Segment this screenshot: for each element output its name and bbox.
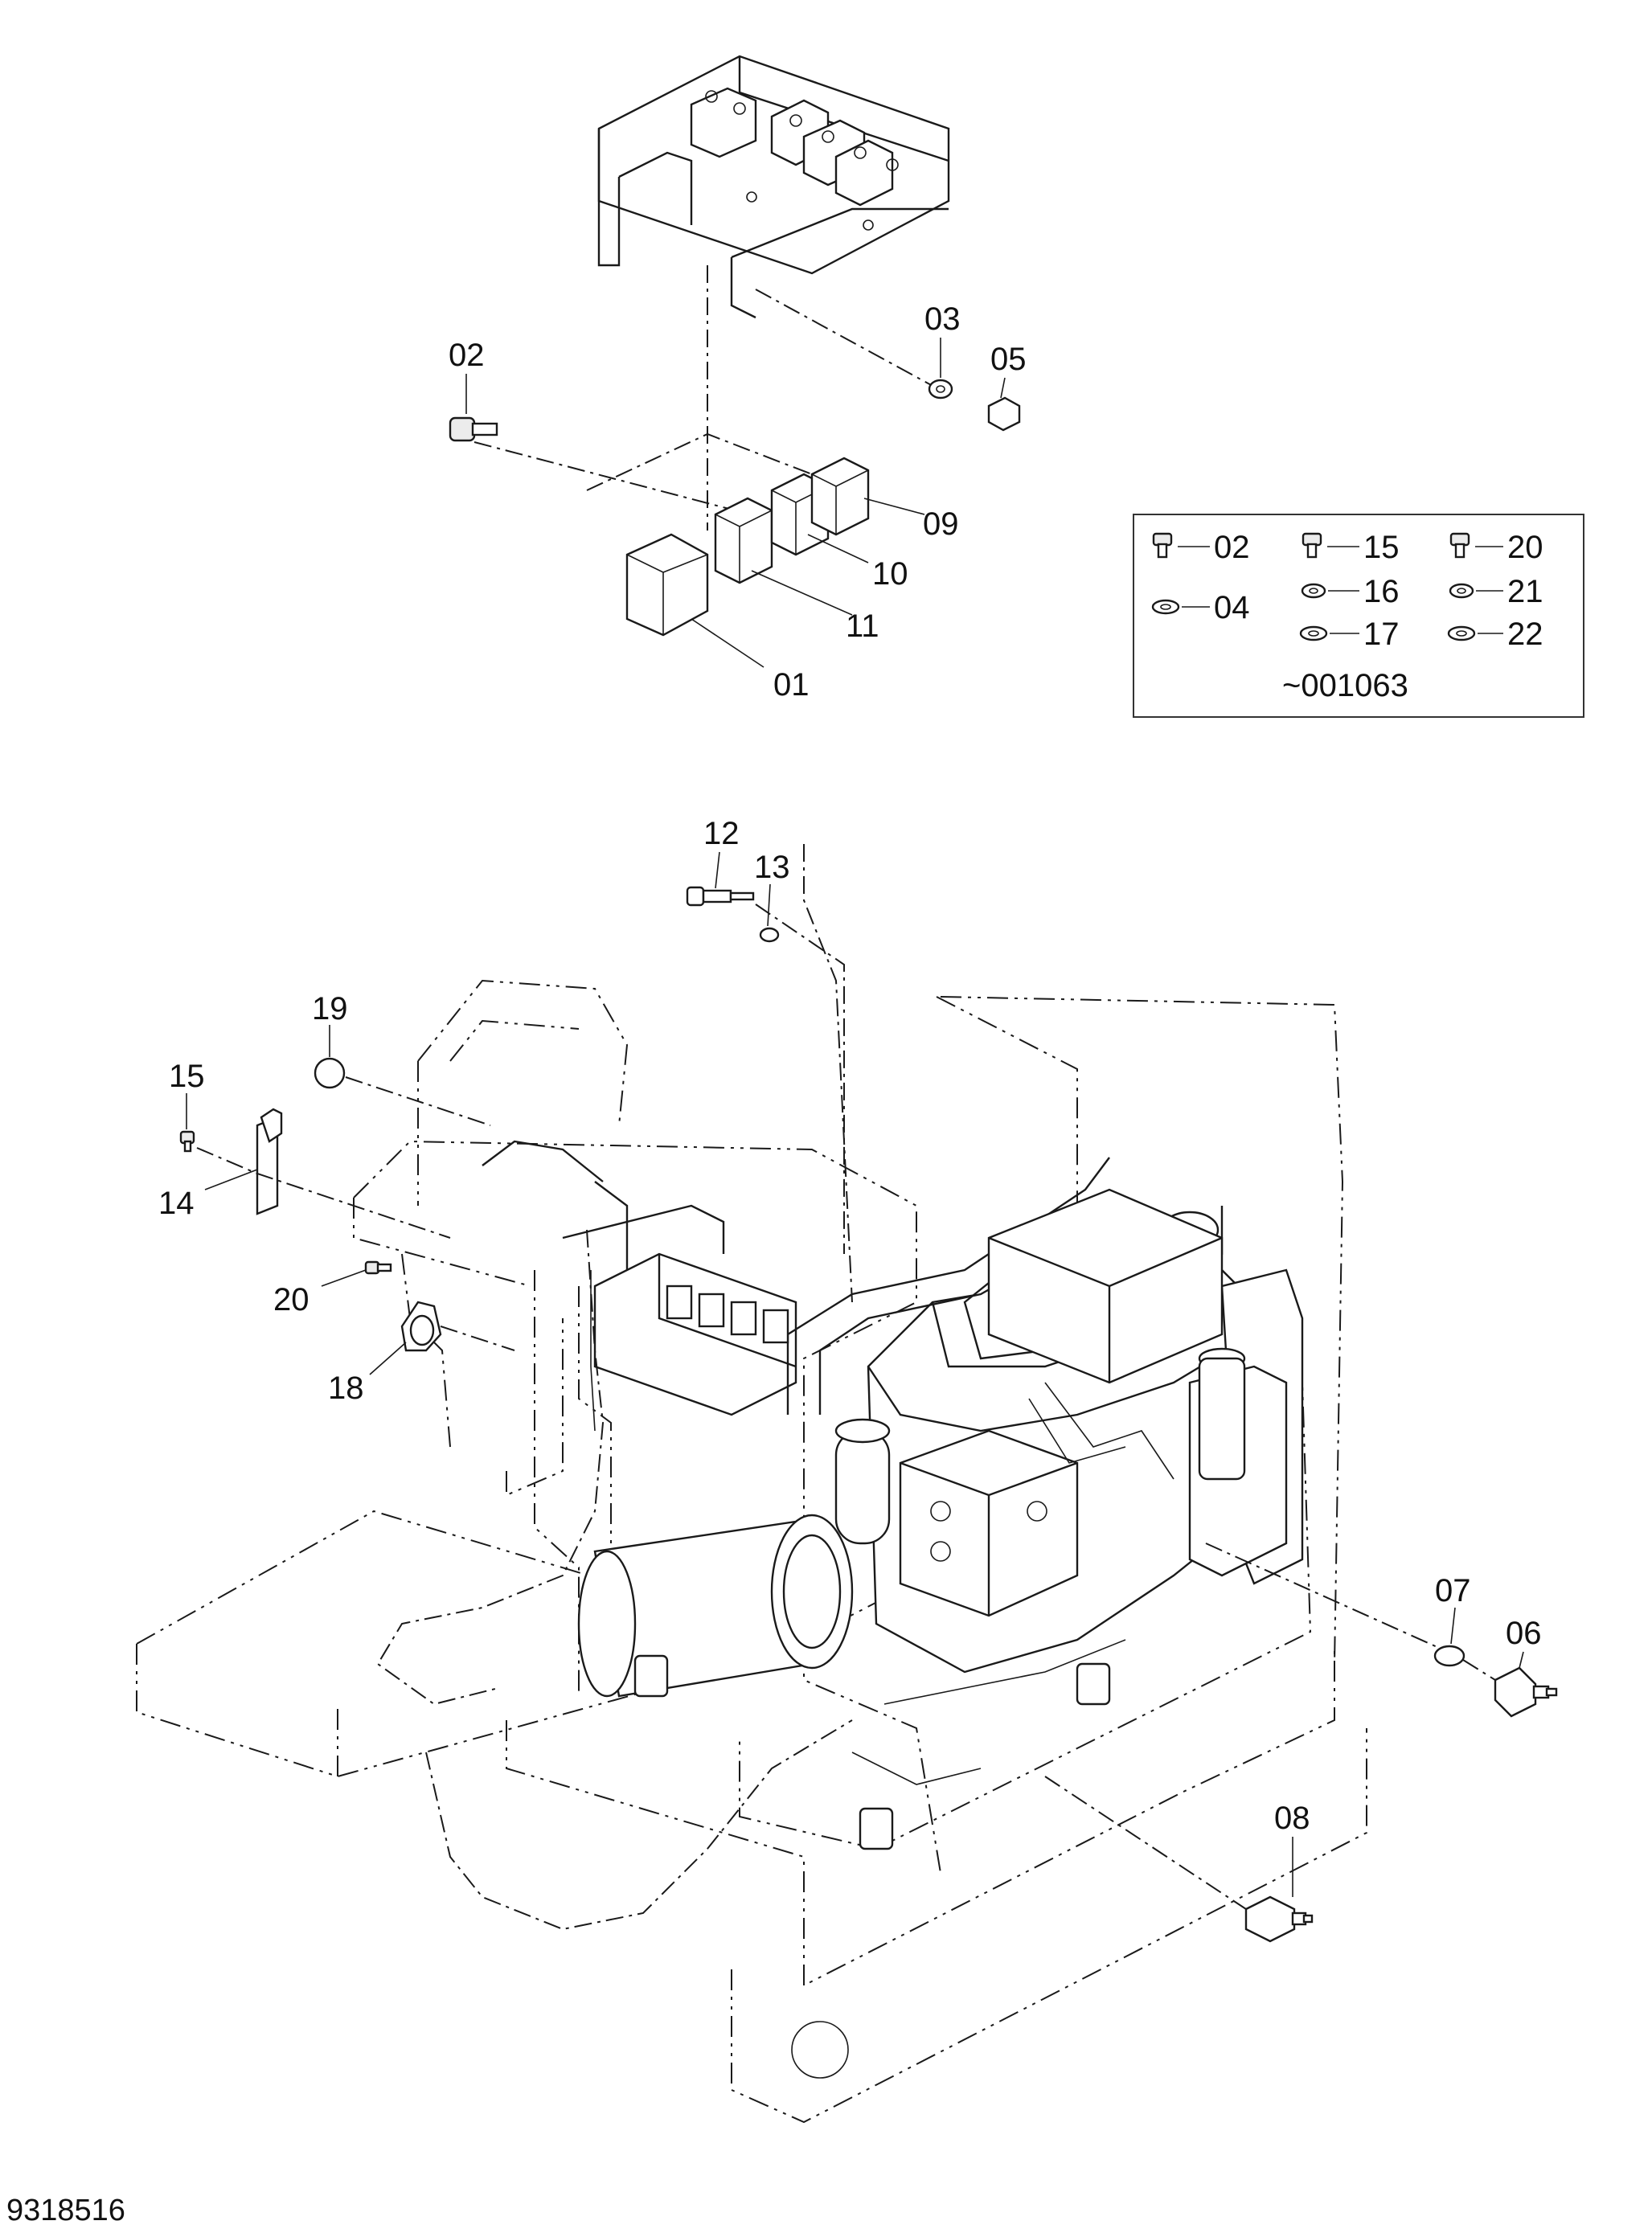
sensor-part [1494,1666,1558,1718]
assembly-line [586,432,813,491]
guard-rail [417,979,629,1206]
callout-label: 11 [846,608,879,644]
legend-label: 21 [1507,574,1543,609]
callout-label: 10 [872,556,908,592]
callout-label: 12 [703,816,740,851]
leader-line [369,1342,407,1375]
base-frame [136,996,1367,2124]
callout-label: 06 [1506,1616,1542,1651]
legend-box: 02 15 20 04 16 21 17 22 ~001063 [1133,514,1584,718]
figure-number: 9318516 [6,2194,125,2227]
flat-washer-icon [1299,625,1328,641]
wiring-harness [376,844,853,1931]
relay-panel [482,1140,797,1432]
leader-line [1000,377,1006,399]
leader-line [807,534,869,563]
leader-line [863,498,925,515]
leader-line [204,1169,258,1190]
leader-line [1450,1607,1456,1645]
bolt-part [364,1260,392,1275]
relay-part [625,533,709,637]
callout-label: 05 [990,342,1027,377]
legend-label: 22 [1507,617,1543,652]
assembly-line [440,1326,515,1351]
assembly-line [1205,1543,1440,1649]
washer-part [928,379,953,399]
flat-washer-icon [1447,625,1476,641]
assembly-line [1044,1776,1247,1910]
horn-part [400,1301,442,1352]
leader-line [751,570,853,616]
flat-washer-icon [1151,599,1180,615]
leader-line [767,883,771,927]
callout-label: 13 [754,850,790,885]
callout-label: 01 [773,667,810,703]
bolt-icon [1449,532,1470,559]
engine [577,1157,1304,1850]
callout-label: 20 [273,1282,309,1317]
callout-label: 15 [169,1059,205,1094]
callout-label: 19 [312,991,348,1026]
legend-label: 02 [1214,530,1250,565]
callout-label: 14 [158,1186,195,1221]
sensor-part [1244,1895,1314,1943]
callout-label: 08 [1274,1801,1310,1836]
leader-line [1519,1651,1524,1669]
spring-washer-icon [1449,583,1474,599]
relay-mounting-bracket [597,55,950,319]
bolt-icon [1152,532,1173,559]
serial-note: ~001063 [1282,668,1408,703]
cap-part [314,1057,491,1126]
legend-label: 04 [1214,590,1250,625]
glow-plug-part [686,886,755,907]
sensor-part [256,1108,283,1215]
callout-label: 03 [924,301,961,337]
leader-line [691,618,765,668]
relay-part [714,497,773,584]
assembly-line [755,289,933,387]
callout-label: 18 [328,1371,364,1406]
assembly-line [1462,1659,1496,1681]
legend-label: 17 [1363,617,1400,652]
gasket-part [1433,1645,1465,1667]
legend-label: 16 [1363,574,1400,609]
bolt-icon [1302,532,1322,559]
legend-label: 20 [1507,530,1543,565]
callout-label: 07 [1435,1573,1471,1608]
callout-label: 09 [923,506,959,542]
gasket-part [759,927,780,943]
bolt-part [449,416,498,442]
assembly-line [196,1147,451,1239]
bolt-part [179,1130,195,1153]
nut-part [987,396,1021,432]
assembly-line [755,903,845,1254]
leader-line [321,1269,367,1287]
spring-washer-icon [1301,583,1326,599]
callout-label: 02 [449,338,485,373]
relay-part [810,457,870,536]
legend-label: 15 [1363,530,1400,565]
leader-line [715,851,720,889]
